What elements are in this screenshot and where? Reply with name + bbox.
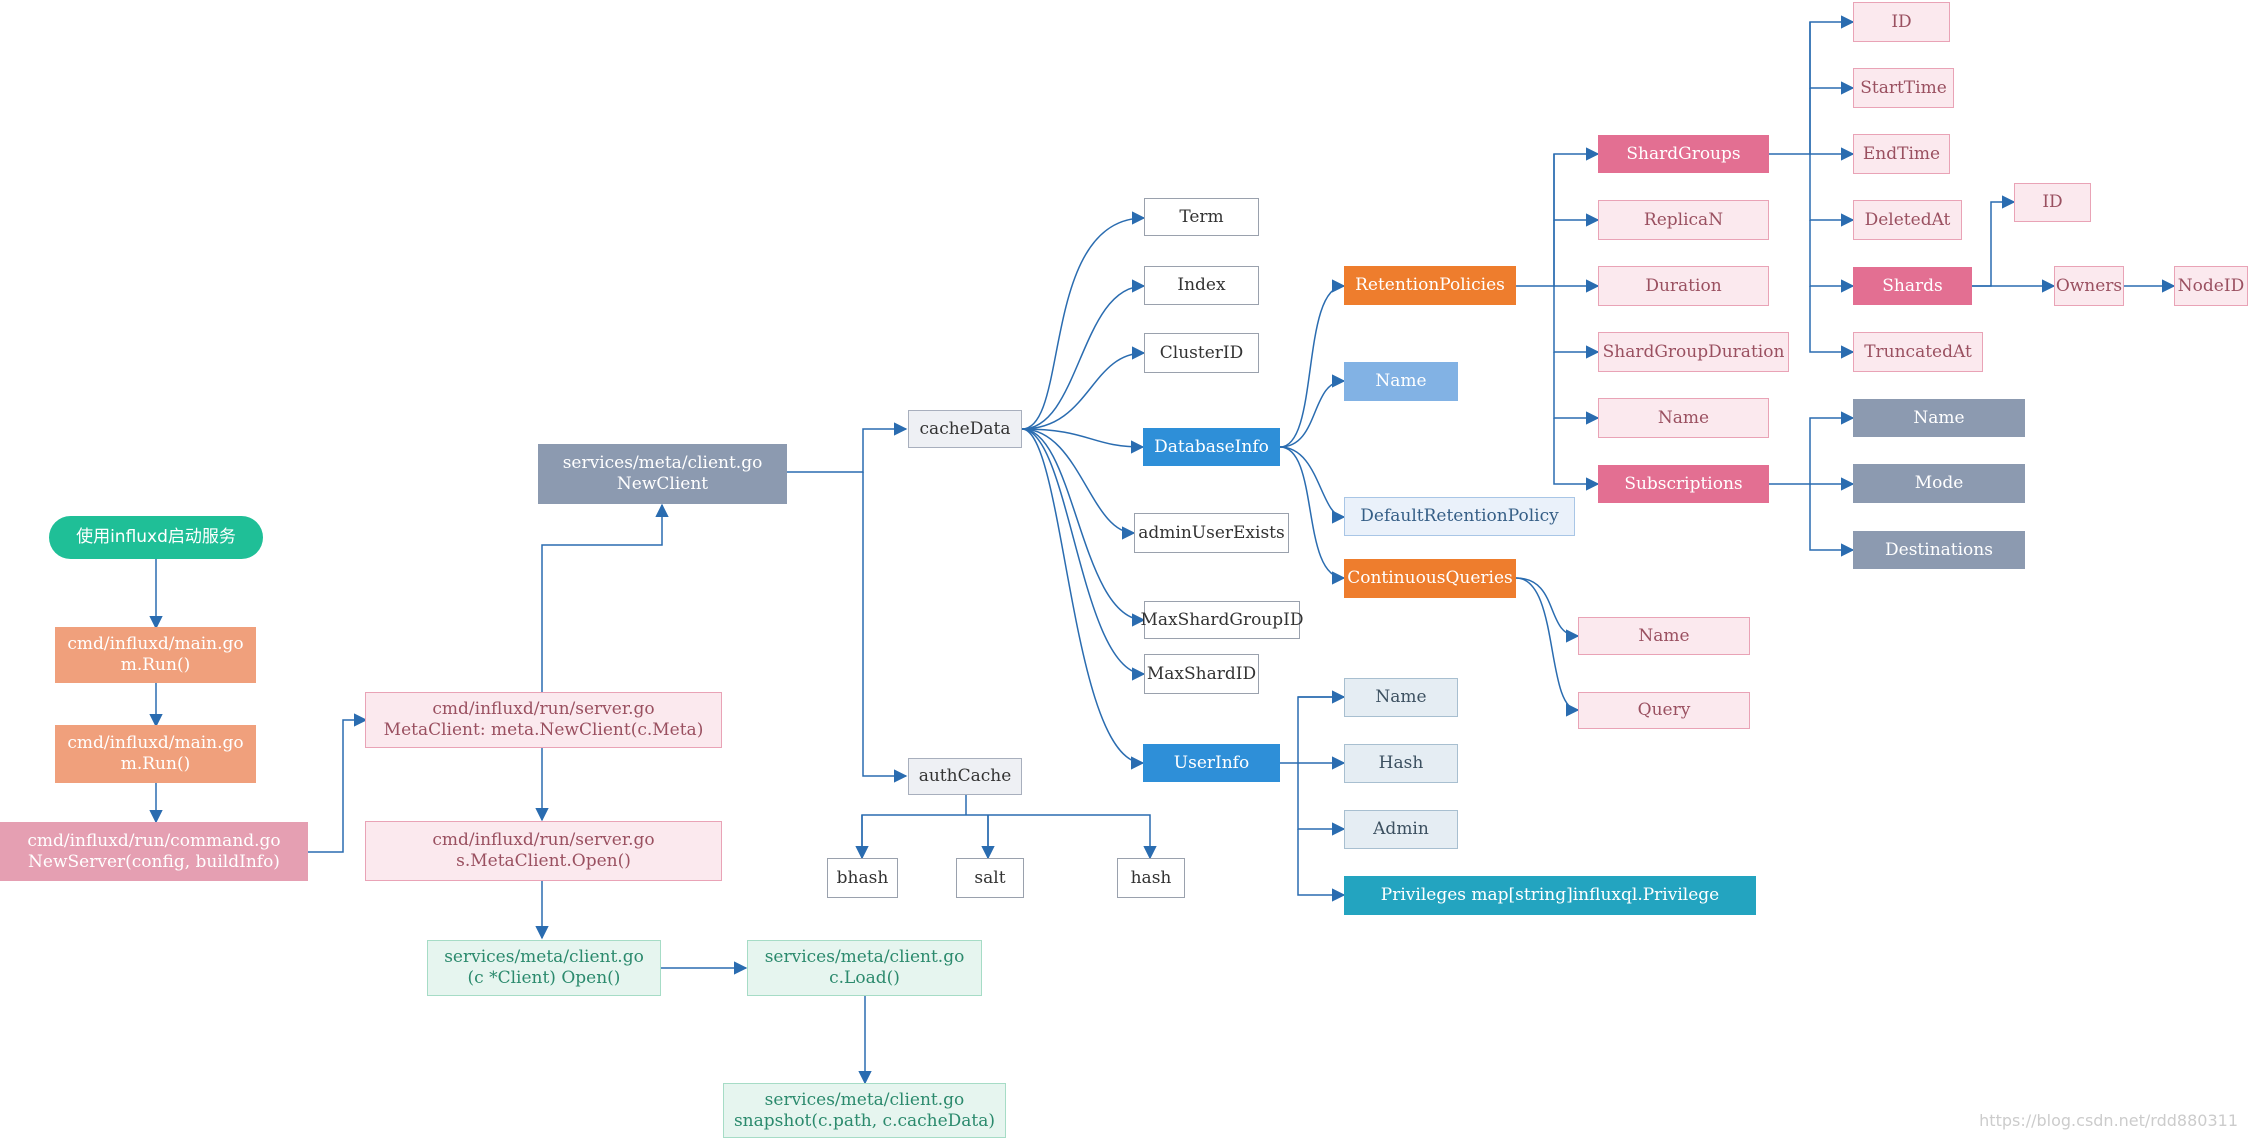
sg-id-node: ID: [1853, 2, 1950, 42]
client-go-newclient-node: services/meta/client.go NewClient: [538, 444, 787, 504]
owners-node: Owners: [2054, 266, 2124, 306]
watermark-text: https://blog.csdn.net/rdd880311: [1979, 1111, 2238, 1130]
edge-dbinfo-name: [1279, 374, 1346, 448]
edge-command-server: [308, 713, 368, 853]
main-go-node-2: cmd/influxd/main.go m.Run(): [55, 725, 256, 783]
edge-dbinfo-cq: [1279, 446, 1346, 585]
server-go-newclient-node: cmd/influxd/run/server.go MetaClient: me…: [365, 692, 722, 748]
edge-dbinfo-rp: [1279, 279, 1346, 448]
userinfo-node: UserInfo: [1143, 744, 1280, 782]
edge-shards-id: [1972, 195, 2016, 287]
edge-cachedata-clusterid: [1021, 346, 1146, 430]
client-go-load-node: services/meta/client.go c.Load(): [747, 940, 982, 996]
defaultretentionpolicy-node: DefaultRetentionPolicy: [1344, 497, 1575, 536]
sub-mode-node: Mode: [1853, 464, 2025, 503]
sg-endtime-node: EndTime: [1853, 134, 1950, 174]
databaseinfo-node: DatabaseInfo: [1143, 428, 1280, 466]
edge-authcache-children: [861, 795, 1150, 858]
edge-sub-children: [1769, 411, 1855, 485]
clusterid-node: ClusterID: [1144, 333, 1259, 373]
salt-node: salt: [956, 858, 1024, 898]
sub-destinations-node: Destinations: [1853, 531, 2025, 569]
edge-cachedata-maxsgid: [1021, 428, 1146, 627]
edge-cachedata-dbinfo: [1021, 428, 1145, 454]
client-go-snapshot-node: services/meta/client.go snapshot(c.path,…: [723, 1083, 1006, 1138]
continuousqueries-node: ContinuousQueries: [1344, 559, 1516, 598]
maxshardgroupid-node: MaxShardGroupID: [1141, 601, 1304, 639]
user-hash-node: Hash: [1344, 744, 1458, 783]
shards-node: Shards: [1853, 267, 1972, 305]
edge-cq-query: [1515, 577, 1580, 717]
edge-dbinfo-defaultrp: [1279, 446, 1346, 524]
cq-query-node: Query: [1578, 692, 1750, 729]
maxshardid-node: MaxShardID: [1144, 654, 1259, 694]
retentionpolicies-node: RetentionPolicies: [1344, 266, 1516, 305]
edge-cachedata-adminuser: [1021, 428, 1136, 540]
edge-cachedata-userinfo: [1021, 428, 1145, 770]
authcache-node: authCache: [908, 758, 1022, 795]
nodeid-node: NodeID: [2174, 266, 2248, 306]
edge-server-newclient: [541, 503, 669, 692]
db-name-node: Name: [1344, 362, 1458, 401]
subscriptions-node: Subscriptions: [1598, 465, 1769, 503]
edge-newclient-authcache: [862, 472, 908, 783]
command-go-node: cmd/influxd/run/command.go NewServer(con…: [0, 822, 308, 881]
replican-node: ReplicaN: [1598, 200, 1769, 240]
edge-newclient-cachedata: [787, 422, 908, 473]
edge-userinfo-children: [1280, 696, 1344, 764]
duration-node: Duration: [1598, 266, 1769, 306]
bhash-node: bhash: [827, 858, 898, 898]
adminuserexists-node: adminUserExists: [1134, 513, 1289, 553]
shardgroups-node: ShardGroups: [1598, 135, 1769, 173]
sg-truncatedat-node: TruncatedAt: [1853, 332, 1983, 372]
term-node: Term: [1144, 198, 1259, 236]
hash-node: hash: [1117, 858, 1185, 898]
shard-id-node: ID: [2014, 183, 2091, 222]
sg-starttime-node: StartTime: [1853, 68, 1954, 108]
rp-name-node: Name: [1598, 398, 1769, 438]
main-go-node-1: cmd/influxd/main.go m.Run(): [55, 627, 256, 683]
cq-name-node: Name: [1578, 617, 1750, 655]
client-go-open-node: services/meta/client.go (c *Client) Open…: [427, 940, 661, 996]
cachedata-node: cacheData: [908, 410, 1022, 448]
sub-name-node: Name: [1853, 399, 2025, 437]
index-node: Index: [1144, 266, 1259, 305]
user-admin-node: Admin: [1344, 810, 1458, 849]
edge-cachedata-maxshardid: [1021, 428, 1146, 681]
server-go-open-node: cmd/influxd/run/server.go s.MetaClient.O…: [365, 821, 722, 881]
edge-cq-name: [1515, 577, 1580, 643]
start-node: 使用influxd启动服务: [49, 516, 263, 559]
user-name-node: Name: [1344, 678, 1458, 717]
sg-deletedat-node: DeletedAt: [1853, 200, 1962, 240]
shardgroupduration-node: ShardGroupDuration: [1598, 332, 1789, 372]
edge-cachedata-term: [1021, 211, 1146, 430]
edge-cachedata-index: [1021, 279, 1146, 430]
user-privileges-node: Privileges map[string]influxql.Privilege: [1344, 876, 1756, 915]
